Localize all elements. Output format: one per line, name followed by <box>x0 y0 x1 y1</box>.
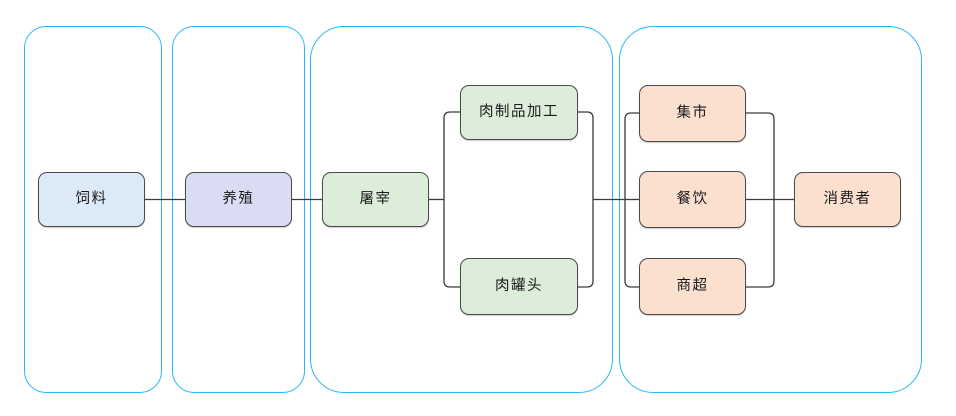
node-supermarket[interactable]: 商超 <box>639 258 746 315</box>
node-meat-processing[interactable]: 肉制品加工 <box>460 85 578 140</box>
node-market[interactable]: 集市 <box>639 85 746 142</box>
node-breeding[interactable]: 养殖 <box>185 172 292 227</box>
node-canned-meat[interactable]: 肉罐头 <box>460 258 578 315</box>
lane-slaughter <box>310 26 613 393</box>
lane-feed <box>24 26 162 393</box>
node-consumer[interactable]: 消费者 <box>794 172 901 227</box>
lane-breeding <box>172 26 305 393</box>
lane-retail <box>619 26 922 393</box>
node-slaughter[interactable]: 屠宰 <box>322 172 429 227</box>
node-catering[interactable]: 餐饮 <box>639 171 746 228</box>
node-feed[interactable]: 饲料 <box>38 172 145 227</box>
